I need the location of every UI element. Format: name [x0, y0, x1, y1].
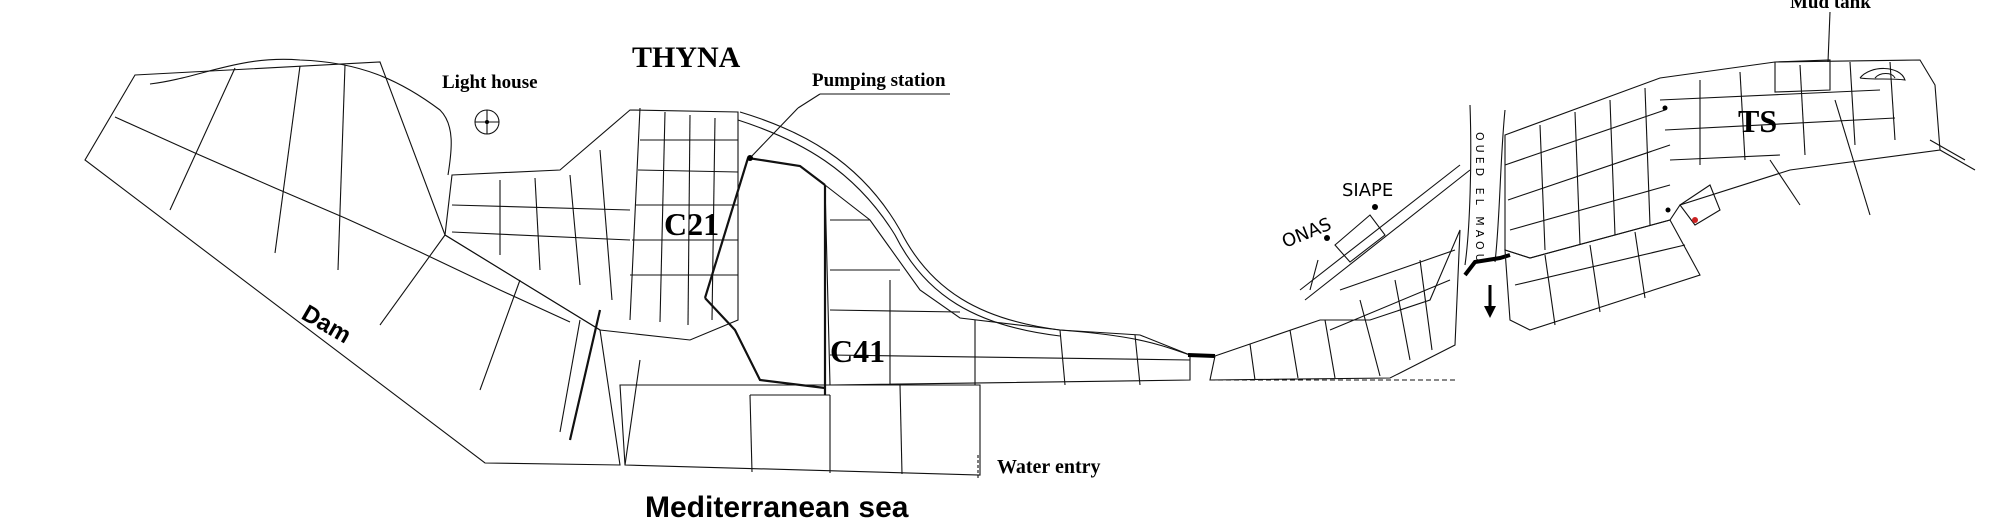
- town-label: THYNA: [632, 41, 741, 74]
- road: [737, 111, 1191, 356]
- west-basins: [84, 61, 641, 466]
- down-arrow-icon: [1484, 285, 1496, 318]
- east-basins: [1504, 59, 1976, 331]
- dam-coastline: [149, 58, 452, 176]
- middle-basins: [1187, 164, 1471, 381]
- sea-label: Mediterranean sea: [645, 491, 909, 523]
- c21-label: C21: [664, 206, 719, 242]
- siape-label: SIAPE: [1342, 180, 1393, 201]
- pumping-canal: [703, 156, 827, 395]
- c41-basins: [824, 183, 1191, 386]
- ts-label: TS: [1738, 103, 1777, 139]
- onas-marker-icon: [1324, 235, 1330, 241]
- pumping-station-label: Pumping station: [812, 70, 946, 91]
- onas-label: ONAS: [1279, 214, 1335, 253]
- c41-label: C41: [830, 333, 885, 369]
- light-house-label: Light house: [442, 72, 538, 93]
- water-entry-label: Water entry: [997, 456, 1101, 478]
- mud-tank-label: Mud tank: [1790, 0, 1871, 13]
- south-basins: [619, 384, 981, 476]
- lighthouse-icon: [474, 109, 500, 135]
- dam-label: Dam: [297, 300, 356, 349]
- siape-marker-icon: [1372, 204, 1378, 210]
- pumping-station-leader: [747, 93, 950, 161]
- oued-channel: [1463, 104, 1511, 277]
- central-basins: [444, 107, 739, 341]
- oued-label: OUED EL MAOU: [1473, 132, 1486, 266]
- red-marker-icon: [1692, 217, 1698, 223]
